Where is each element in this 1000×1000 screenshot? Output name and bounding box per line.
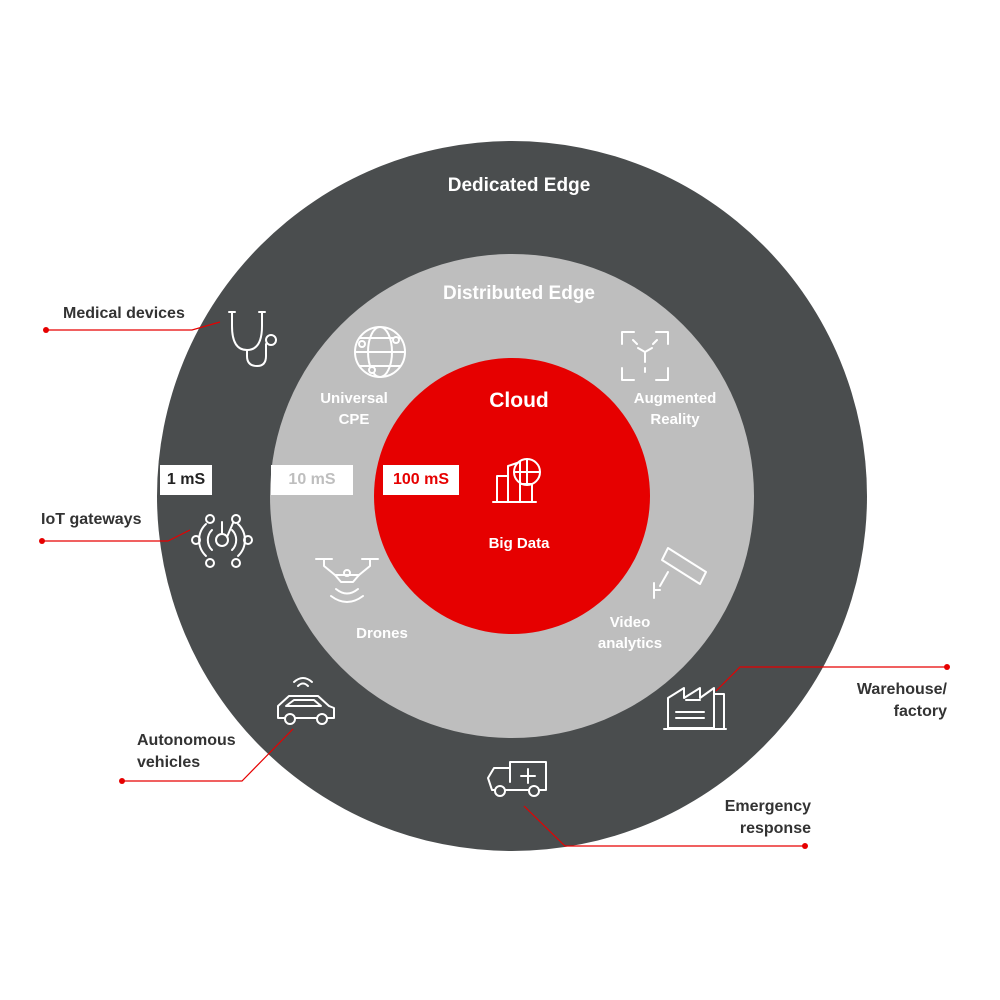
iot-gateways-label-line-1: IoT gateways bbox=[41, 511, 142, 528]
medical-devices-label: Medical devices bbox=[63, 303, 185, 325]
video-analytics-label-line-2: analytics bbox=[597, 635, 663, 652]
universal-cpe-label-line-1: Universal bbox=[320, 390, 388, 407]
leader-dot-emergency-response bbox=[802, 843, 808, 849]
latency-badge-distributed: 10 mS bbox=[271, 465, 353, 495]
cloud-core bbox=[374, 358, 650, 634]
big-data-label: Big Data bbox=[488, 535, 550, 552]
augmented-reality-label-line-1: Augmented bbox=[633, 390, 717, 407]
iot-gateways-label: IoT gateways bbox=[41, 509, 141, 531]
video-analytics-label: Video analytics bbox=[598, 612, 662, 654]
universal-cpe-label-line-2: CPE bbox=[338, 411, 370, 428]
video-analytics-label-line-1: Video bbox=[609, 614, 651, 631]
leader-line-medical-devices bbox=[46, 321, 221, 331]
warehouse-factory-label-line-1: Warehouse/ bbox=[856, 681, 947, 698]
iot-network-icon bbox=[191, 514, 253, 568]
city-globe-icon bbox=[492, 458, 541, 503]
leader-dot-warehouse-factory bbox=[944, 664, 950, 670]
autonomous-vehicles-label-line-1: Autonomous bbox=[137, 732, 236, 749]
emergency-response-label-line-1: Emergency bbox=[724, 798, 811, 815]
factory-icon bbox=[663, 687, 727, 730]
autonomous-vehicles-label-line-2: vehicles bbox=[137, 754, 201, 771]
warehouse-factory-label: Warehouse/ factory bbox=[857, 679, 947, 723]
leader-line-emergency-response bbox=[523, 805, 805, 847]
drone-icon bbox=[315, 558, 379, 603]
latency-badge-dedicated: 1 mS bbox=[160, 465, 212, 495]
distributed-edge-title: Distributed Edge bbox=[442, 283, 596, 304]
cloud-title: Cloud bbox=[489, 389, 549, 412]
emergency-response-label: Emergency response bbox=[725, 796, 811, 840]
ar-scan-icon bbox=[621, 331, 669, 381]
augmented-reality-label-line-2: Reality bbox=[650, 411, 700, 428]
autonomous-vehicles-label: Autonomous vehicles bbox=[137, 730, 236, 774]
leader-dot-medical-devices bbox=[43, 327, 49, 333]
stethoscope-icon bbox=[228, 311, 277, 367]
leader-dot-autonomous-vehicles bbox=[119, 778, 125, 784]
universal-cpe-label: Universal CPE bbox=[320, 388, 388, 430]
emergency-response-label-line-2: response bbox=[739, 820, 811, 837]
drones-label-line-1: Drones bbox=[356, 625, 408, 642]
medical-devices-label-line-1: Medical devices bbox=[63, 305, 185, 322]
drones-label: Drones bbox=[356, 623, 408, 644]
leader-line-autonomous-vehicles bbox=[122, 728, 294, 782]
connected-car-icon bbox=[277, 677, 335, 725]
augmented-reality-label: Augmented Reality bbox=[634, 388, 717, 430]
leader-line-warehouse-factory bbox=[715, 666, 947, 692]
cctv-camera-icon bbox=[653, 547, 707, 599]
latency-badge-cloud: 100 mS bbox=[383, 465, 459, 495]
leader-line-iot-gateways bbox=[42, 529, 191, 542]
dedicated-edge-title: Dedicated Edge bbox=[447, 175, 591, 196]
globe-icon bbox=[354, 326, 406, 378]
warehouse-factory-label-line-2: factory bbox=[893, 703, 947, 720]
ambulance-icon bbox=[487, 761, 547, 797]
leader-dot-iot-gateways bbox=[39, 538, 45, 544]
